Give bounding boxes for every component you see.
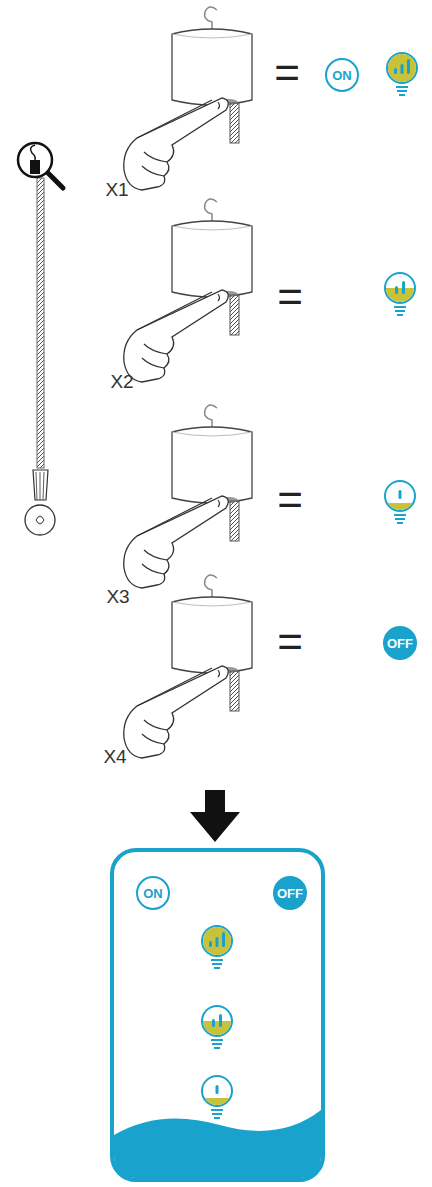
tap-count: X4 [103,747,126,767]
tap-count: X1 [105,180,128,200]
equals-sign: = [277,620,303,664]
tap-count: X2 [110,372,133,392]
down-arrow [190,790,240,842]
bulb-icons [385,53,417,523]
pendant-touch [124,7,252,758]
button-text: OFF [387,636,413,651]
button-text: ON [332,68,352,83]
on-button: ON [325,58,359,92]
on-button: ON [136,876,170,910]
tap-count: X3 [106,587,129,607]
lamp-overview [18,143,63,535]
off-button: OFF [273,876,307,910]
button-text: ON [143,886,163,901]
button-text: OFF [277,886,303,901]
equals-sign: = [277,478,303,522]
remote-control [112,850,323,1180]
equals-sign: = [274,51,300,95]
equals-sign: = [277,275,303,319]
off-button: OFF [383,626,417,660]
